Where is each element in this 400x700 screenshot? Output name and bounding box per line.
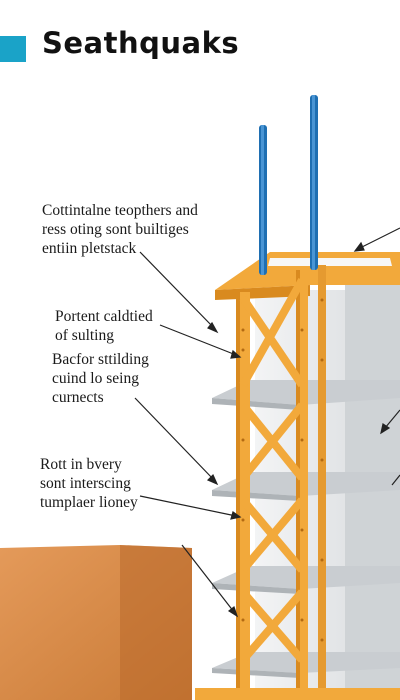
annotation-label-3: Bacfor sttilding cuind lo seing curnects bbox=[52, 351, 149, 406]
leader-lines bbox=[134, 227, 400, 618]
annotation-label-4: Rott in bvery sont interscing tumplaer l… bbox=[40, 456, 138, 511]
ground-block bbox=[0, 545, 192, 700]
steel-frame bbox=[236, 265, 326, 700]
annotation-label-1: Cottintalne teopthers and ress oting son… bbox=[42, 202, 198, 257]
steel-rods bbox=[259, 95, 318, 275]
page-title: Seathquaks bbox=[42, 26, 240, 60]
title-accent-block bbox=[0, 36, 26, 62]
foundation-beam bbox=[195, 688, 400, 700]
annotation-label-2: Portent caldtied of sulting bbox=[55, 308, 153, 344]
